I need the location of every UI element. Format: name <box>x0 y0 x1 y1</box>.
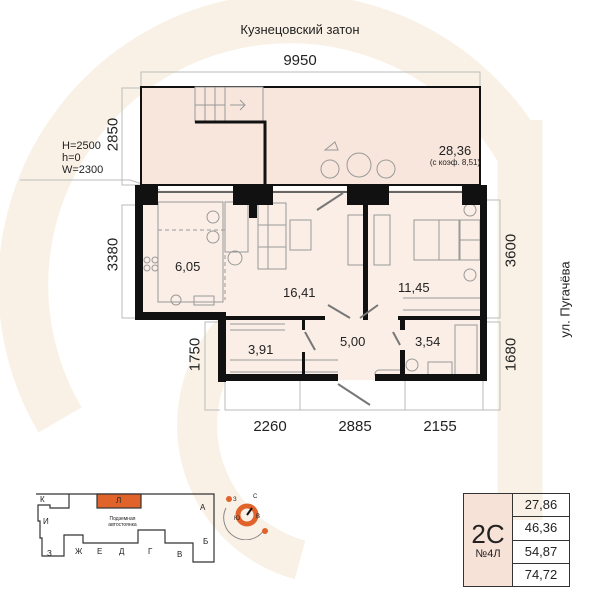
compass-n: С <box>253 494 258 500</box>
dimension-right-lower: 1680 <box>502 337 520 372</box>
doors <box>304 192 401 406</box>
keyplan-section-b: Б <box>203 537 209 546</box>
apartment-number: №4Л <box>475 548 501 560</box>
room-area-kitchen: 6,05 <box>175 259 201 274</box>
compass-e: В <box>256 514 261 520</box>
room-area-bathroom: 3,54 <box>415 334 441 349</box>
window-width: W=2300 <box>62 164 104 176</box>
keyplan-section-i: И <box>43 517 49 526</box>
summary-value: 74,72 <box>524 566 558 582</box>
keyplan-section-d: Д <box>119 547 125 556</box>
room-area-terrace: 28,36 <box>438 143 472 158</box>
apartment-type: 2С <box>471 519 505 549</box>
keyplan-section-l: Л <box>116 496 122 505</box>
summary-value: 27,86 <box>513 494 569 518</box>
compass-w: З <box>233 497 237 503</box>
room-area-terrace-note: (с коэф. 8,51) <box>429 158 481 167</box>
keyplan <box>36 493 215 563</box>
dimension-top: 9950 <box>283 52 317 69</box>
dimension-bottom-1: 2260 <box>253 418 287 435</box>
lower-floor <box>220 318 483 380</box>
apartment-summary: 2С №4Л 27,86 46,36 54,87 74,72 <box>463 493 570 587</box>
walls <box>135 185 487 382</box>
room-area-hall: 5,00 <box>340 334 366 349</box>
window-sill: h=0 <box>62 152 81 164</box>
keyplan-section-e: Е <box>97 547 103 556</box>
keyplan-section-z: З <box>47 549 52 558</box>
summary-value: 54,87 <box>513 541 569 564</box>
dimension-right-main: 3600 <box>502 233 520 268</box>
keyplan-parking-label: Подземная автостоянка <box>108 516 137 528</box>
dimension-left-lower: 1750 <box>186 337 204 372</box>
room-area-bedroom: 11,45 <box>398 280 430 295</box>
summary-value: 46,36 <box>513 517 569 541</box>
keyplan-section-k: К <box>40 495 45 504</box>
terrace-floor <box>140 86 481 186</box>
compass-icon <box>223 496 268 540</box>
keyplan-section-a: А <box>200 503 206 512</box>
keyplan-section-v: В <box>177 550 183 559</box>
stairs-steps <box>195 87 246 122</box>
main-floor <box>135 190 483 320</box>
room-area-living: 16,41 <box>283 285 316 300</box>
window-height: H=2500 <box>62 140 101 152</box>
window-spec: H=2500 h=0 W=2300 <box>62 140 103 176</box>
room-area-wardrobe: 3,91 <box>248 342 274 357</box>
street-label-top: Кузнецовский затон <box>240 22 360 37</box>
compass-s: Ю <box>234 516 241 522</box>
terrace-inner-wall <box>195 120 267 185</box>
dimension-left-main: 3380 <box>104 237 122 272</box>
keyplan-section-zh: Ж <box>75 547 83 556</box>
dimension-left-terrace: 2850 <box>104 117 122 152</box>
dimension-bottom-2: 2885 <box>338 418 372 435</box>
keyplan-section-g: Г <box>148 547 153 556</box>
dimension-bottom-3: 2155 <box>423 418 457 435</box>
